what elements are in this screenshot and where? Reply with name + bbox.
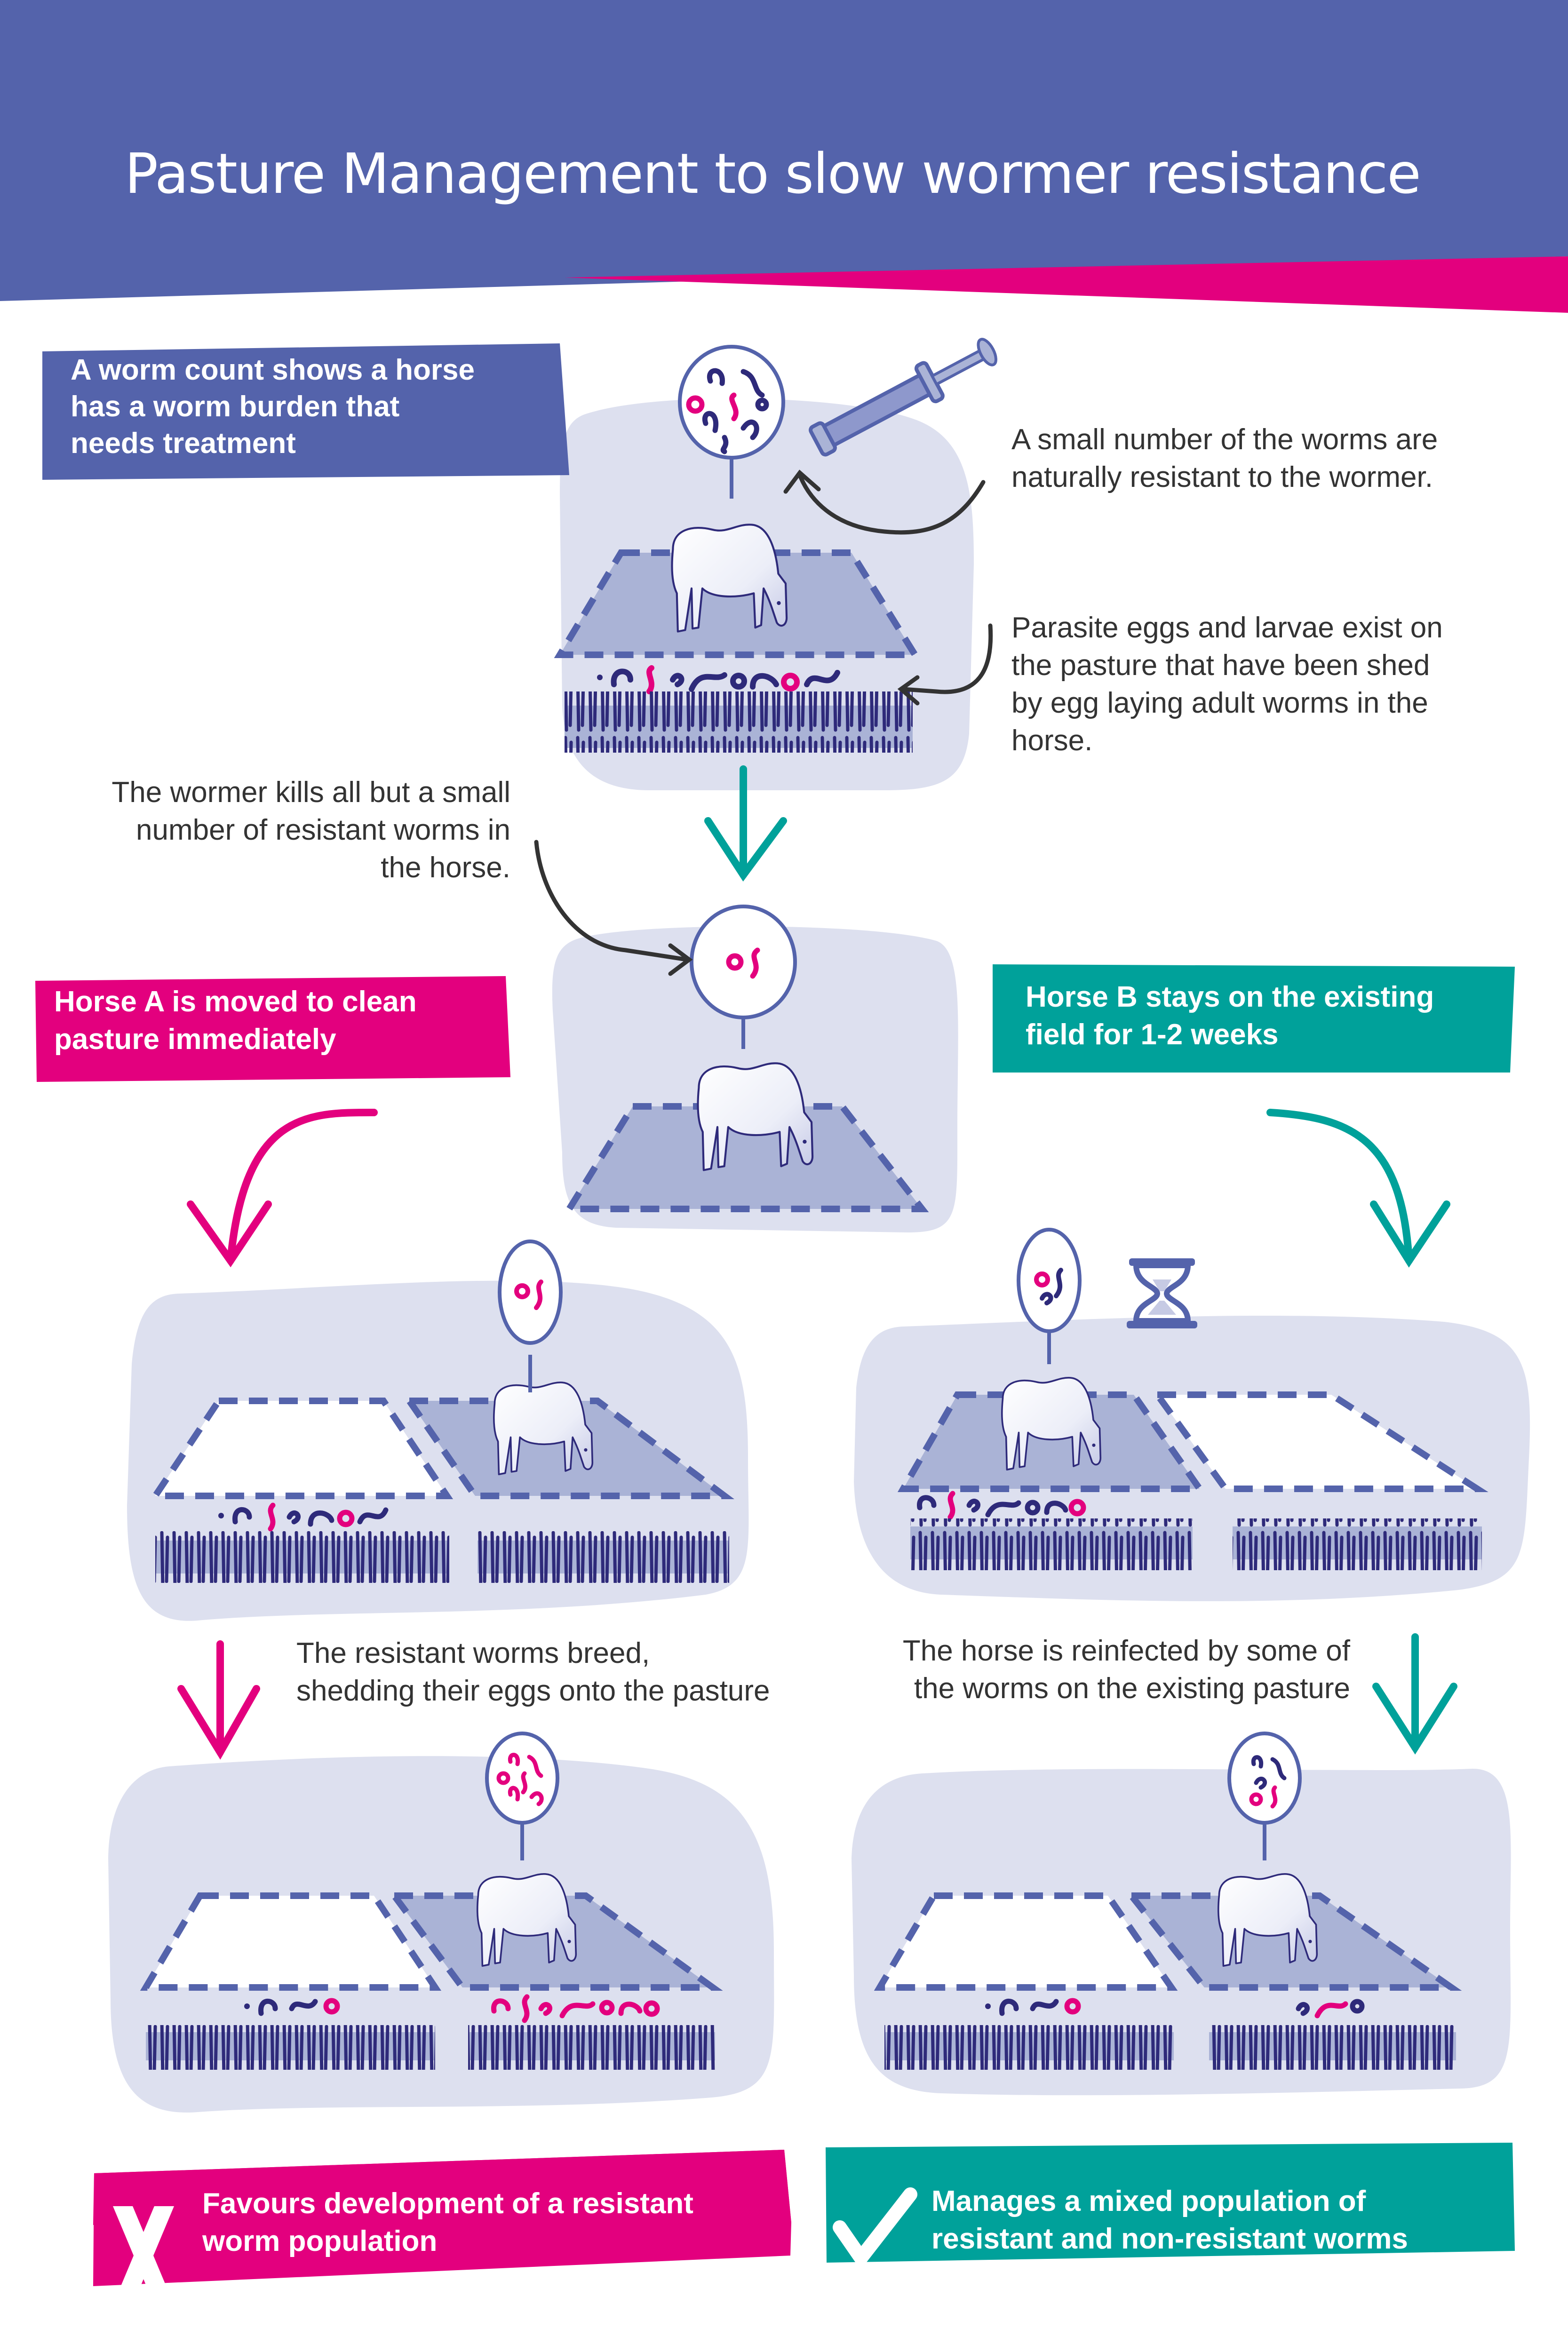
resistant-worm-cluster-icon [496, 1753, 544, 1806]
down-arrow-icon [704, 765, 787, 882]
wormer-arrow [534, 840, 689, 962]
mixed-worm-icon [1034, 1268, 1063, 1305]
note-resistant-breed: The resistant worms breed, shedding thei… [296, 1635, 770, 1710]
label-line: field for 1-2 weeks [1026, 1018, 1279, 1051]
step2-field [563, 1103, 929, 1212]
note-reinfected: The horse is reinfected by some of the w… [847, 1632, 1350, 1708]
label-line: Horse B stays on the existing [1026, 981, 1434, 1013]
label-line: A worm count shows a horse [71, 354, 475, 386]
horse-b-down-arrowhead [1372, 1683, 1457, 1755]
note-pasture-eggs: Parasite eggs and larvae exist on the pa… [1011, 609, 1443, 760]
outcome-line: worm population [202, 2225, 438, 2257]
grass-icon [146, 2025, 435, 2070]
note-line: The resistant worms breed, [296, 1637, 650, 1669]
grass-icon [155, 1531, 449, 1583]
checkmark-icon [833, 2187, 917, 2265]
horse-a-down-arrowhead [177, 1685, 260, 1760]
outcome-b-box [826, 2143, 1515, 2263]
cross-icon [113, 2206, 174, 2305]
clean-pasture-field [140, 1892, 442, 1991]
label-line: pasture immediately [54, 1023, 336, 1056]
label-line: has a worm burden that [71, 390, 400, 423]
outcome-line: Favours development of a resistant [202, 2187, 693, 2220]
clean-pasture-field [1151, 1391, 1488, 1492]
pasture-worms [917, 1491, 1086, 1520]
note-line: naturally resistant to the wormer. [1011, 461, 1433, 493]
horse-b-arrowhead [1370, 1200, 1450, 1268]
step1-label-box [42, 343, 569, 480]
grazed-pasture-field [897, 1391, 1206, 1492]
note-line: the horse. [381, 851, 510, 884]
note-line: by egg laying adult worms in the [1011, 687, 1428, 719]
outcome-line: Manages a mixed population of [931, 2185, 1366, 2217]
outcome-a-box-fill [93, 2150, 791, 2286]
pasture-worms [218, 1502, 389, 1532]
note-line: Parasite eggs and larvae exist on [1011, 612, 1443, 644]
horse-b-label: Horse B stays on the existing field for … [1026, 978, 1434, 1054]
horse-b-curve-arrow [1266, 1109, 1413, 1264]
outcome-b-text: Manages a mixed population of resistant … [931, 2183, 1408, 2258]
label-line: Horse A is moved to clean [54, 985, 417, 1018]
grass-icon [565, 691, 913, 753]
worm-cluster-icon [686, 368, 769, 454]
outcome-a-text: Favours development of a resistant worm … [202, 2185, 693, 2260]
note-line: A small number of the worms are [1011, 423, 1438, 456]
horse-a-label: Horse A is moved to clean pasture immedi… [54, 983, 417, 1058]
horse-a-curve-arrow [227, 1108, 378, 1264]
grass-icon [884, 2025, 1174, 2070]
syringe-icon [809, 338, 997, 457]
pasture-arrow [901, 623, 993, 694]
grass-icon [478, 1531, 729, 1583]
note-resistant-worms: A small number of the worms are naturall… [1011, 421, 1438, 496]
pasture-worms [244, 1994, 660, 2023]
wormer-arrowhead [668, 943, 693, 976]
grass-icon [1209, 2025, 1456, 2070]
note-line: The wormer kills all but a small [111, 776, 510, 809]
note-line: shedding their eggs onto the pasture [296, 1675, 770, 1707]
pasture-arrowhead [897, 675, 920, 706]
note-line: number of resistant worms in [136, 814, 510, 846]
outcome-line: resistant and non-resistant worms [931, 2223, 1408, 2255]
grass-icon [910, 1518, 1193, 1570]
pasture-worms [597, 665, 840, 694]
resistant-worm-icon [514, 1279, 543, 1310]
hourglass-icon [1127, 1258, 1197, 1328]
resistant-worm-icon [726, 947, 760, 979]
label-line: needs treatment [71, 427, 296, 460]
page-title: Pasture Management to slow wormer resist… [125, 141, 1421, 206]
note-line: the worms on the existing pasture [914, 1672, 1350, 1705]
horse-b-box [993, 964, 1515, 1073]
step1-label: A worm count shows a horse has a worm bu… [71, 352, 475, 462]
horse-a-arrowhead [187, 1200, 272, 1268]
worm-count-bubble [498, 1240, 563, 1345]
resistant-arrowhead [783, 469, 821, 494]
note-line: horse. [1011, 724, 1093, 757]
mixed-worm-cluster-icon [1249, 1755, 1287, 1809]
note-wormer-kills: The wormer kills all but a small number … [47, 774, 510, 887]
header-banner [0, 0, 1568, 313]
note-line: the pasture that have been shed [1011, 649, 1430, 682]
grass-icon [468, 2025, 715, 2070]
resistant-arrow [797, 473, 986, 535]
grass-icon [1233, 1518, 1482, 1570]
clean-pasture-field [874, 1892, 1178, 1991]
clean-pasture-field [149, 1398, 454, 1499]
horse-a-box [35, 976, 510, 1082]
pasture-worms [985, 1998, 1365, 2018]
note-line: The horse is reinfected by some of [902, 1635, 1350, 1667]
